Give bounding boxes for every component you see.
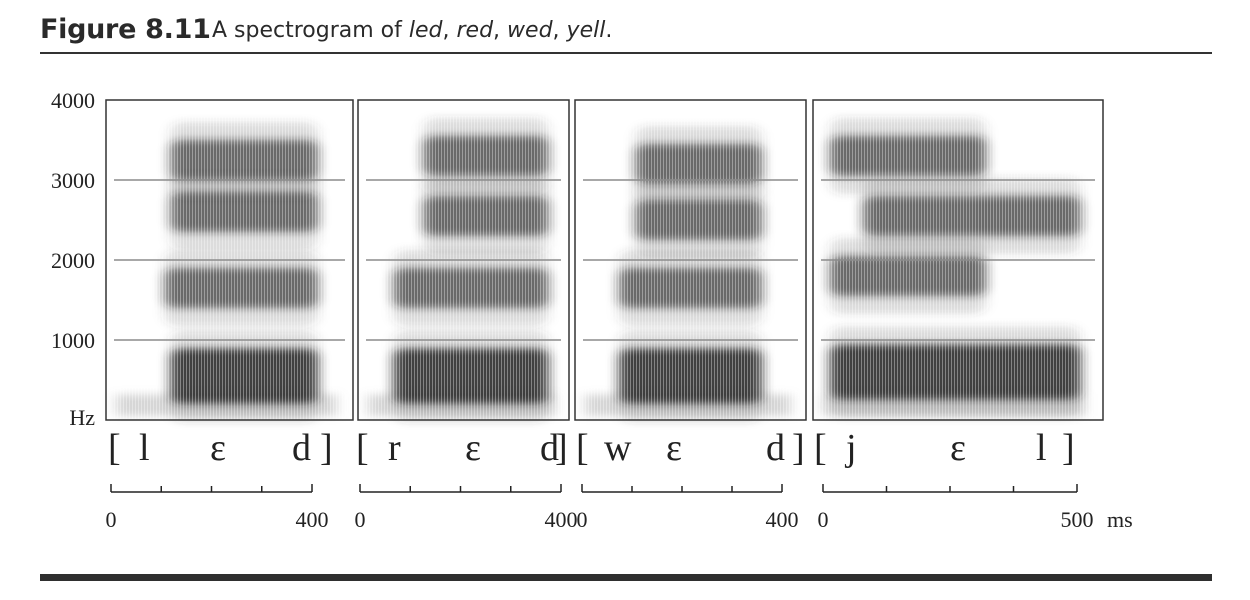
- caption-word-yell: yell: [566, 18, 606, 43]
- segment-label: ]: [792, 427, 805, 469]
- panel-frame: [357, 99, 570, 421]
- bottom-rule: [40, 574, 1212, 581]
- time-tick-label-end: 400: [766, 507, 799, 532]
- striations: [112, 116, 347, 420]
- y-axis-label: Hz: [69, 405, 95, 430]
- time-tick-label-start: 0: [818, 507, 829, 532]
- caption-word-led: led: [408, 18, 443, 43]
- striations: [364, 116, 563, 420]
- segment-label: [: [356, 427, 369, 469]
- panel-yell: [812, 99, 1104, 421]
- segment-label: d: [766, 427, 785, 469]
- segment-label: ]: [555, 427, 568, 469]
- segment-label: d: [292, 427, 311, 469]
- figure-caption: A spectrogram of led, red, wed, yell.: [212, 18, 612, 43]
- time-tick-label-end: 400: [545, 507, 578, 532]
- y-tick-label: 4000: [51, 88, 95, 113]
- y-tick-label: 2000: [51, 248, 95, 273]
- segment-label: d: [540, 427, 559, 469]
- figure-header: Figure 8.11 A spectrogram of led, red, w…: [40, 10, 1212, 54]
- figure-number: Figure 8.11: [40, 14, 211, 45]
- caption-separator: .: [605, 18, 613, 43]
- segment-label: [: [108, 427, 121, 469]
- segment-label: ɛ: [210, 427, 226, 469]
- segment-label: [: [576, 427, 589, 469]
- caption-separator: ,: [493, 18, 508, 43]
- striations: [819, 116, 1097, 420]
- time-tick-label-end: 400: [296, 507, 329, 532]
- time-axis-yell: 0 500 ms: [818, 484, 1133, 532]
- time-tick-label-end: 500: [1061, 507, 1094, 532]
- segment-label: w: [604, 427, 632, 469]
- striations: [581, 116, 800, 420]
- time-unit-label: ms: [1107, 507, 1133, 532]
- segment-label: [: [814, 427, 827, 469]
- panel-frame: [574, 99, 807, 421]
- time-axis-red: 0 400: [355, 484, 578, 532]
- caption-separator: ,: [552, 18, 567, 43]
- panel-wed: [574, 99, 807, 422]
- segment-label: ɛ: [666, 427, 682, 469]
- time-tick-label-start: 0: [577, 507, 588, 532]
- caption-word-red: red: [456, 18, 494, 43]
- time-tick-label-start: 0: [355, 507, 366, 532]
- segment-label: ]: [320, 427, 333, 469]
- segment-label: ]: [1062, 427, 1075, 469]
- caption-separator: ,: [442, 18, 457, 43]
- segment-label: ɛ: [465, 427, 481, 469]
- segment-label: l: [139, 427, 150, 469]
- caption-prefix: A spectrogram of: [212, 18, 409, 43]
- time-axis-led: 0 400: [106, 484, 329, 532]
- caption-word-wed: wed: [507, 18, 553, 43]
- panel-led: [105, 99, 354, 422]
- panel-frame: [105, 99, 354, 421]
- panel-red: [357, 99, 570, 422]
- segment-label: j: [844, 427, 857, 469]
- time-tick-label-start: 0: [106, 507, 117, 532]
- segment-label: ɛ: [950, 427, 966, 469]
- segment-label: r: [388, 427, 401, 469]
- panel-frame: [812, 99, 1104, 421]
- y-tick-label: 3000: [51, 168, 95, 193]
- y-tick-label: 1000: [51, 328, 95, 353]
- segment-label: l: [1036, 427, 1047, 469]
- time-axis-wed: 0 400: [577, 484, 799, 532]
